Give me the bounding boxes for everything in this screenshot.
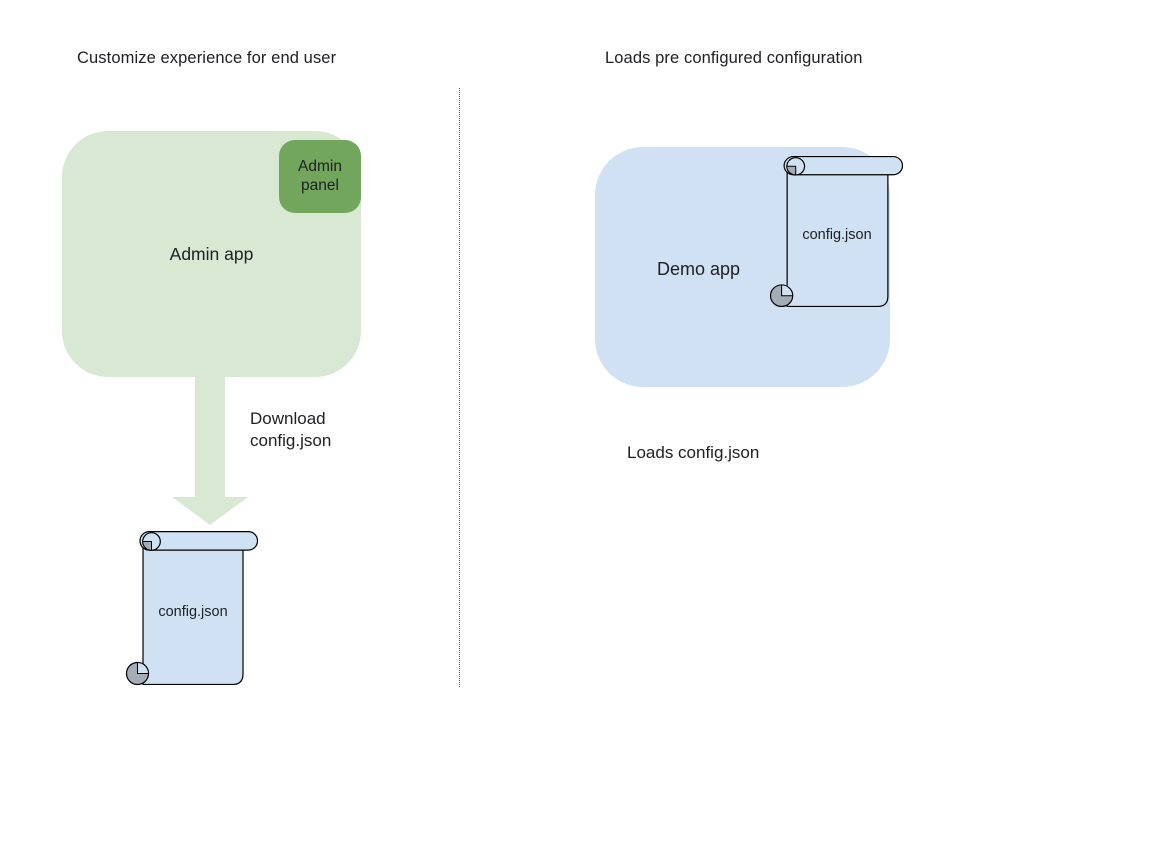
admin-app-shape: Admin app Admin panel bbox=[62, 131, 361, 377]
config-json-scroll-icon: config.json bbox=[769, 156, 903, 307]
download-arrow-icon bbox=[170, 377, 250, 525]
config-json-label: config.json bbox=[802, 227, 872, 243]
config-json-label: config.json bbox=[158, 604, 228, 620]
admin-app-label: Admin app bbox=[169, 243, 254, 264]
right-panel-title: Loads pre configured configuration bbox=[605, 49, 863, 67]
demo-app-label: Demo app bbox=[657, 259, 741, 279]
config-json-scroll-icon: config.json bbox=[125, 531, 258, 685]
download-arrow-caption: Download config.json bbox=[250, 409, 332, 450]
admin-panel-shape: Admin panel bbox=[279, 140, 361, 213]
admin-panel-label: Admin panel bbox=[298, 157, 342, 194]
loads-config-caption: Loads config.json bbox=[627, 443, 760, 462]
panel-divider bbox=[459, 88, 460, 687]
left-panel-title: Customize experience for end user bbox=[77, 49, 337, 67]
